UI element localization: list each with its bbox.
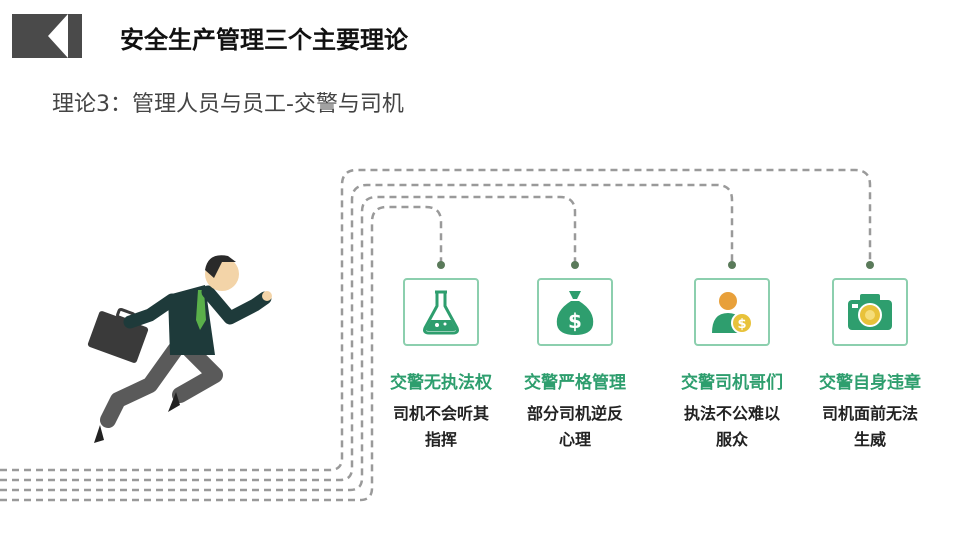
card-2-desc-line1: 部分司机逆反 [526, 404, 623, 423]
person-coin-icon: $ [712, 292, 753, 334]
path-dot-1 [437, 261, 445, 269]
card-4-desc-line2: 生威 [853, 430, 886, 449]
path-1 [0, 205, 443, 502]
card-3-desc-line2: 服众 [715, 430, 748, 449]
card-4-title: 交警自身违章 [819, 373, 921, 393]
card-1-icon-box [403, 278, 479, 346]
card-3-title: 交警司机哥们 [681, 373, 783, 393]
card-1-title: 交警无执法权 [390, 373, 492, 393]
svg-text:$: $ [737, 317, 746, 332]
card-2-icon-box: $ [537, 278, 613, 346]
title-tab-notch [48, 14, 68, 58]
card-3-icon-box: $ [694, 278, 770, 346]
camera-icon [848, 294, 892, 330]
card-2-title: 交警严格管理 [524, 373, 626, 393]
title-tab [12, 14, 82, 58]
path-dot-2 [571, 261, 579, 269]
path-dot-4 [866, 261, 874, 269]
path-dot-3 [728, 261, 736, 269]
running-businessman-illustration [87, 255, 272, 443]
page-title: 安全生产管理三个主要理论 [120, 26, 408, 54]
page-subtitle: 理论3：管理人员与员工-交警与司机 [52, 92, 404, 117]
card-2: $ 交警严格管理 部分司机逆反 心理 [510, 278, 640, 453]
card-1-desc-line2: 指挥 [424, 430, 457, 449]
card-4-icon-box [832, 278, 908, 346]
card-4-desc-line1: 司机面前无法 [821, 404, 918, 423]
card-1-desc: 司机不会听其 指挥 [376, 401, 506, 453]
svg-text:$: $ [568, 309, 582, 333]
card-3-desc-line1: 执法不公难以 [683, 404, 780, 423]
card-2-desc-line2: 心理 [558, 430, 591, 449]
card-3-desc: 执法不公难以 服众 [667, 401, 797, 453]
card-4: 交警自身违章 司机面前无法 生威 [805, 278, 935, 453]
card-4-desc: 司机面前无法 生威 [805, 401, 935, 453]
path-4 [0, 168, 872, 472]
card-2-desc: 部分司机逆反 心理 [510, 401, 640, 453]
path-3 [0, 183, 734, 482]
path-2 [0, 195, 577, 492]
card-3: $ 交警司机哥们 执法不公难以 服众 [667, 278, 797, 453]
card-1: 交警无执法权 司机不会听其 指挥 [376, 278, 506, 453]
flask-icon [423, 290, 459, 335]
card-1-desc-line1: 司机不会听其 [392, 404, 489, 423]
money-bag-icon: $ [556, 291, 594, 335]
